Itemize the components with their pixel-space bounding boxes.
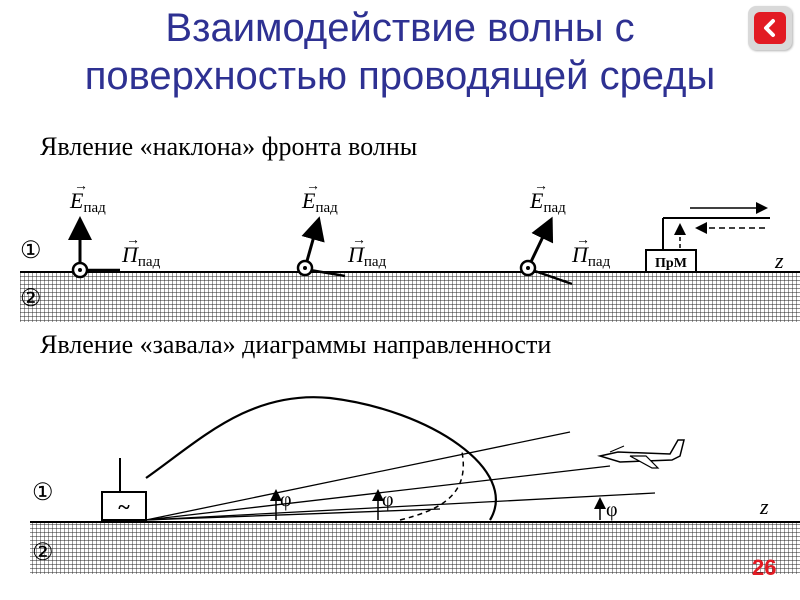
wave-vectors-3: Eпад → Ппад → — [519, 179, 611, 286]
P-label-3: Ппад — [571, 242, 611, 270]
wave-vectors-1: Eпад → Ппад → — [68, 179, 161, 279]
E-arrow-2: → — [306, 179, 320, 194]
conducting-medium-2 — [30, 522, 800, 574]
title-line-2: поверхностью проводящей среды — [84, 54, 716, 98]
back-button-face[interactable] — [754, 12, 786, 44]
rays — [145, 431, 656, 521]
radiation-lobe — [145, 396, 497, 521]
phi-label-1: φ — [280, 489, 292, 511]
P-arrow-1: → — [126, 233, 140, 248]
P-label-1: Ппад — [121, 242, 161, 270]
phi-label-2: φ — [382, 489, 394, 511]
medium-2-label-2: ② — [32, 540, 54, 566]
transmitter: ~ — [101, 458, 147, 521]
wavefront-tilt-diagram: ① ② Eпад → Ппад → Eпад → Ппад → Eпад → П… — [20, 179, 800, 322]
back-button[interactable] — [748, 6, 792, 50]
conducting-medium-1 — [20, 272, 800, 322]
medium-2-label: ② — [20, 286, 42, 312]
tilted-lobe — [399, 451, 465, 521]
medium-1-label-2: ① — [32, 480, 54, 506]
airplane-icon — [597, 439, 685, 469]
P-arrow-3: → — [576, 233, 590, 248]
section2-heading: Явление «завала» диаграммы направленност… — [40, 330, 552, 359]
medium-1-label: ① — [20, 238, 42, 264]
wave-vectors-2: Eпад → Ппад → — [296, 179, 387, 278]
page-title: Взаимодействие волны с поверхностью пров… — [0, 4, 800, 100]
E-arrow-3: → — [534, 179, 548, 194]
pattern-tilt-diagram: ① ② ~ φ φ φ z — [30, 396, 800, 574]
P-label-2: Ппад — [347, 242, 387, 270]
P-arrow-2: → — [352, 233, 366, 248]
receiver: ПрМ — [645, 202, 770, 273]
z-axis-label-2: z — [759, 494, 769, 519]
E-arrow-1: → — [74, 179, 88, 194]
E-label-3: Eпад — [529, 188, 566, 216]
z-axis-label-1: z — [774, 248, 784, 273]
source-symbol: ~ — [118, 494, 130, 519]
receiver-label: ПрМ — [655, 256, 687, 271]
page-number: 26 — [752, 555, 777, 580]
E-label-1: Eпад — [69, 188, 106, 216]
E-label-2: Eпад — [301, 188, 338, 216]
title-line-1: Взаимодействие волны с — [165, 6, 635, 50]
chevron-left-icon — [764, 19, 775, 37]
section1-heading: Явление «наклона» фронта волны — [40, 132, 418, 161]
angle-markers: φ φ φ — [270, 489, 618, 521]
phi-label-3: φ — [606, 499, 618, 521]
